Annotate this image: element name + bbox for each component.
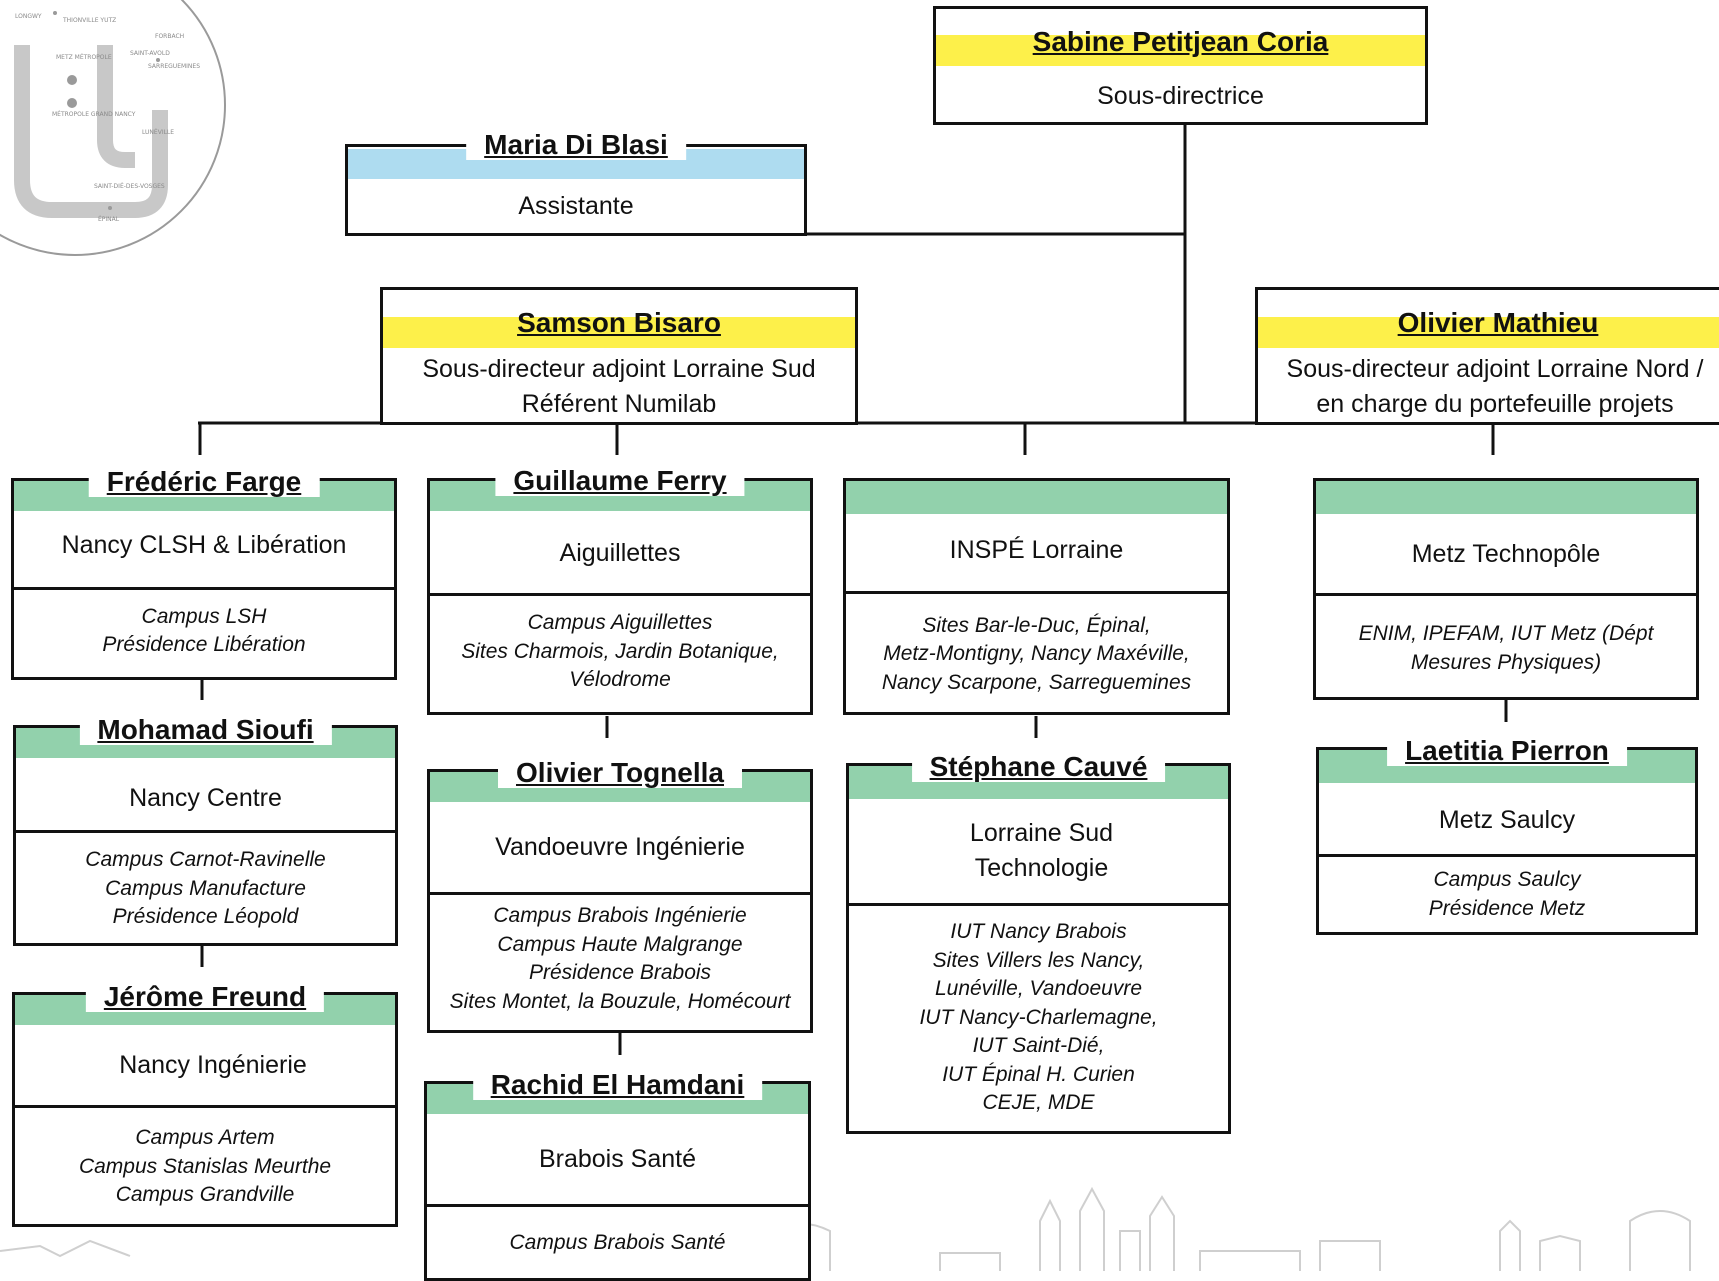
assistant-name: Maria Di Blasi xyxy=(466,130,686,160)
deputy-south-role-line: Référent Numilab xyxy=(521,390,717,418)
university-logo: LONGWY THIONVILLE YUTZ FORBACH METZ MÉTR… xyxy=(0,0,226,256)
box-divider xyxy=(1319,854,1695,857)
site-title: INSPÉ Lorraine xyxy=(949,536,1124,564)
box-divider xyxy=(846,591,1227,594)
campus-line: Campus Artem xyxy=(135,1126,275,1149)
box-divider xyxy=(1316,593,1696,596)
campus-line: Campus Brabois Santé xyxy=(509,1231,726,1254)
site-title-line: Technologie xyxy=(974,854,1109,882)
logo-label: SAINT-AVOLD xyxy=(130,50,170,57)
director-role: Sous-directrice xyxy=(1097,82,1264,110)
site-manager-name: Olivier Tognella xyxy=(498,758,742,788)
site-box-pierron: Laetitia Pierron Metz Saulcy Campus Saul… xyxy=(1316,736,1698,935)
deputy-south-name: Samson Bisaro xyxy=(517,307,721,338)
campus-line: Sites Bar-le-Duc, Épinal, xyxy=(922,614,1151,637)
site-box-farge: Frédéric Farge Nancy CLSH & Libération C… xyxy=(11,467,397,680)
box-divider xyxy=(430,593,810,596)
campus-line: Campus Manufacture xyxy=(105,877,306,900)
campus-line: Campus Saulcy xyxy=(1433,868,1581,891)
deputy-south-role-line: Sous-directeur adjoint Lorraine Sud xyxy=(422,355,816,383)
assistant-box: Maria Di Blasi Assistante xyxy=(345,130,807,236)
site-box-technopole: Metz Technopôle ENIM, IPEFAM, IUT Metz (… xyxy=(1313,478,1699,700)
site-box-freund: Jérôme Freund Nancy Ingénierie Campus Ar… xyxy=(12,982,398,1227)
campus-line: CEJE, MDE xyxy=(982,1091,1095,1114)
box-divider xyxy=(427,1204,808,1207)
site-title: Nancy Centre xyxy=(129,784,282,812)
campus-line: Metz-Montigny, Nancy Maxéville, xyxy=(883,642,1190,665)
director-name: Sabine Petitjean Coria xyxy=(1032,26,1329,57)
deputy-north-band xyxy=(1258,317,1719,348)
deputy-south-box: Samson Bisaro Sous-directeur adjoint Lor… xyxy=(380,287,858,425)
campus-line: IUT Saint-Dié, xyxy=(972,1034,1105,1057)
site-title: Vandoeuvre Ingénierie xyxy=(495,833,745,861)
deputy-south-band xyxy=(383,317,855,348)
campus-line: ENIM, IPEFAM, IUT Metz (Dépt xyxy=(1358,622,1654,645)
deputy-north-box: Olivier Mathieu Sous-directeur adjoint L… xyxy=(1255,287,1719,425)
campus-line: Nancy Scarpone, Sarreguemines xyxy=(881,671,1192,694)
site-box-inspe: INSPÉ Lorraine Sites Bar-le-Duc, Épinal,… xyxy=(843,478,1230,715)
site-manager-name: Laetitia Pierron xyxy=(1387,736,1627,766)
site-manager-name: Jérôme Freund xyxy=(85,982,325,1012)
site-box-cauve: Stéphane Cauvé Lorraine Sud Technologie … xyxy=(846,752,1231,1134)
campus-line: Présidence Libération xyxy=(102,633,306,656)
logo-label: LUNÉVILLE xyxy=(142,128,174,136)
campus-line: Campus LSH xyxy=(141,605,267,628)
logo-label: THIONVILLE YUTZ xyxy=(62,17,116,24)
campus-line: Campus Grandville xyxy=(115,1183,295,1206)
campus-line: IUT Épinal H. Curien xyxy=(942,1063,1135,1086)
site-title: Nancy Ingénierie xyxy=(119,1051,307,1079)
director-band xyxy=(936,35,1425,66)
site-title: Nancy CLSH & Libération xyxy=(61,531,347,559)
campus-line: Mesures Physiques) xyxy=(1410,651,1602,674)
site-box-tognella: Olivier Tognella Vandoeuvre Ingénierie C… xyxy=(427,758,813,1033)
site-manager-name: Mohamad Sioufi xyxy=(79,715,332,745)
campus-line: Présidence Léopold xyxy=(112,905,299,928)
site-box-sioufi: Mohamad Sioufi Nancy Centre Campus Carno… xyxy=(13,715,398,946)
campus-line: Campus Carnot-Ravinelle xyxy=(85,848,326,871)
site-box-elhamdani: Rachid El Hamdani Brabois Santé Campus B… xyxy=(424,1070,811,1281)
site-band xyxy=(846,481,1227,514)
campus-line: Campus Aiguillettes xyxy=(527,611,713,634)
campus-line: Campus Brabois Ingénierie xyxy=(493,904,747,927)
site-title-line: Lorraine Sud xyxy=(969,819,1114,847)
site-title: Aiguillettes xyxy=(559,539,681,567)
campus-line: IUT Nancy-Charlemagne, xyxy=(919,1006,1158,1029)
campus-line: Campus Stanislas Meurthe xyxy=(78,1155,332,1178)
campus-line: Présidence Metz xyxy=(1428,897,1586,920)
site-title: Metz Saulcy xyxy=(1438,806,1576,834)
logo-label: METZ MÉTROPOLE xyxy=(56,53,112,61)
site-manager-name: Guillaume Ferry xyxy=(495,466,745,496)
campus-line: Sites Charmois, Jardin Botanique, xyxy=(461,640,779,663)
campus-line: Vélodrome xyxy=(569,668,671,691)
logo-label: ÉPINAL xyxy=(98,215,120,223)
campus-line: Sites Villers les Nancy, xyxy=(932,949,1145,972)
box-divider xyxy=(15,1105,395,1108)
site-box-ferry: Guillaume Ferry Aiguillettes Campus Aigu… xyxy=(427,466,813,715)
site-manager-name: Stéphane Cauvé xyxy=(911,752,1166,782)
logo-label: SARREGUEMINES xyxy=(148,63,200,70)
site-band xyxy=(1316,481,1696,514)
box-divider xyxy=(430,892,810,895)
deputy-north-role-line: en charge du portefeuille projets xyxy=(1316,390,1674,418)
director-box: Sabine Petitjean Coria Sous-directrice xyxy=(933,6,1428,125)
box-divider xyxy=(849,903,1228,906)
logo-label: FORBACH xyxy=(155,33,184,40)
site-title: Brabois Santé xyxy=(538,1145,697,1173)
site-manager-name: Frédéric Farge xyxy=(88,467,320,497)
campus-line: Campus Haute Malgrange xyxy=(497,933,743,956)
campus-line: Sites Montet, la Bouzule, Homécourt xyxy=(449,990,791,1013)
logo-label: MÉTROPOLE GRAND NANCY xyxy=(52,110,136,118)
campus-line: Lunéville, Vandoeuvre xyxy=(934,977,1143,1000)
deputy-north-role-line: Sous-directeur adjoint Lorraine Nord / xyxy=(1286,355,1704,383)
box-divider xyxy=(14,587,394,590)
box-divider xyxy=(16,830,395,833)
logo-label: LONGWY xyxy=(15,13,42,20)
site-manager-name: Rachid El Hamdani xyxy=(472,1070,763,1100)
assistant-role: Assistante xyxy=(518,192,634,220)
site-title: Metz Technopôle xyxy=(1411,540,1601,568)
campus-line: IUT Nancy Brabois xyxy=(950,920,1127,943)
campus-line: Présidence Brabois xyxy=(528,961,712,984)
deputy-north-name: Olivier Mathieu xyxy=(1397,307,1599,338)
logo-label: SAINT-DIÉ-DES-VOSGES xyxy=(94,182,165,190)
